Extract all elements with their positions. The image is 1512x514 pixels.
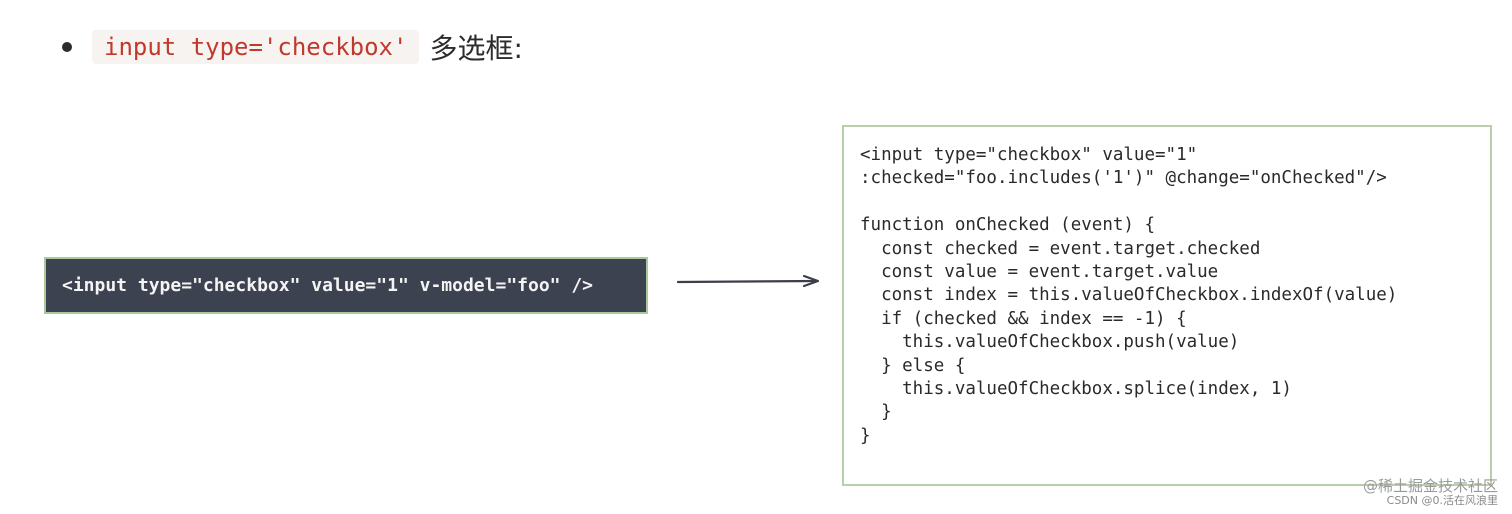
inline-code: input type='checkbox' <box>92 30 420 64</box>
code-line: } <box>860 402 892 423</box>
bullet-item: input type='checkbox' 多选框: <box>62 28 523 66</box>
bullet-dot-icon <box>62 42 72 52</box>
watermark-line-2: CSDN @0.活在风浪里 <box>1386 494 1498 508</box>
code-line <box>860 191 1490 214</box>
watermark-line-1: @稀土掘金技术社区 <box>1362 477 1498 496</box>
code-line: this.valueOfCheckbox.push(value) <box>860 332 1240 353</box>
code-line: this.valueOfCheckbox.splice(index, 1) <box>860 378 1292 399</box>
source-code-text: <input type="checkbox" value="1" v-model… <box>62 275 594 296</box>
bullet-text: 多选框: <box>429 32 523 65</box>
code-line: :checked="foo.includes('1')" @change="on… <box>860 168 1387 189</box>
compiled-code-block: <input type="checkbox" value="1" :checke… <box>842 125 1492 486</box>
code-line: const index = this.valueOfCheckbox.index… <box>860 285 1398 306</box>
code-line: const checked = event.target.checked <box>860 238 1261 259</box>
code-line: if (checked && index == -1) { <box>860 308 1187 329</box>
code-line: const value = event.target.value <box>860 261 1219 282</box>
code-line: } else { <box>860 355 966 376</box>
watermark: @稀土掘金技术社区 CSDN @0.活在风浪里 <box>1362 477 1498 508</box>
source-code-block: <input type="checkbox" value="1" v-model… <box>44 257 648 314</box>
code-line: } <box>860 425 871 446</box>
code-line: function onChecked (event) { <box>860 215 1156 236</box>
right-arrow-icon <box>676 274 820 288</box>
code-line: <input type="checkbox" value="1" <box>860 145 1198 165</box>
